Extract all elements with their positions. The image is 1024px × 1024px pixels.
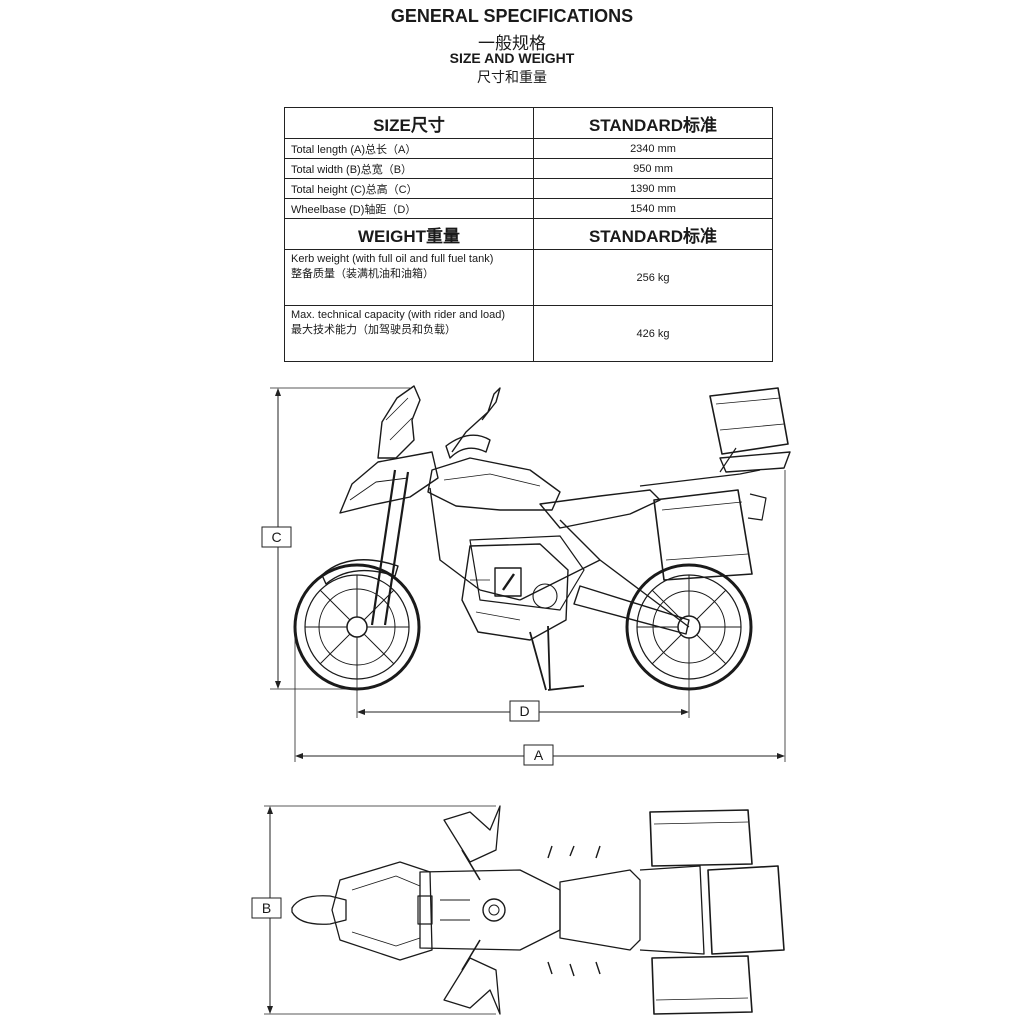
top-dashboard bbox=[417, 895, 433, 925]
side-pannier bbox=[653, 489, 753, 581]
top-rear-seat bbox=[639, 865, 705, 955]
weight-heading: WEIGHT重量 bbox=[284, 218, 534, 250]
dimension-label-c: C bbox=[271, 529, 281, 545]
section-subtitle: SIZE AND WEIGHT bbox=[449, 50, 575, 66]
front-fairing bbox=[339, 451, 439, 514]
top-box-top-view bbox=[649, 809, 753, 867]
max-capacity-value: 426 kg bbox=[533, 305, 773, 362]
dimension-label-a: A bbox=[534, 747, 544, 763]
kerb-weight-label: Kerb weight (with full oil and full fuel… bbox=[291, 253, 494, 265]
size-heading: SIZE尺寸 bbox=[284, 107, 534, 139]
weight-header-row: WEIGHT重量 STANDARD标准 bbox=[284, 218, 773, 250]
motorcycle-side-view bbox=[293, 385, 791, 691]
page-title: GENERAL SPECIFICATIONS bbox=[390, 6, 634, 26]
top-fuel-tank bbox=[419, 869, 561, 951]
dimension-label-a-box: A bbox=[523, 744, 554, 766]
table-row: Max. technical capacity (with rider and … bbox=[284, 305, 773, 362]
kerb-weight-label-cell: Kerb weight (with full oil and full fuel… bbox=[284, 249, 534, 306]
top-front-fairing bbox=[331, 861, 433, 961]
dimension-lines-top bbox=[264, 805, 496, 1015]
top-left-pannier bbox=[651, 955, 753, 1015]
top-right-pannier bbox=[707, 865, 785, 955]
section-subtitle-cn: 尺寸和重量 bbox=[477, 69, 547, 85]
top-left-mirror bbox=[443, 805, 501, 863]
max-capacity-label: Max. technical capacity (with rider and … bbox=[291, 309, 505, 321]
fuel-cap bbox=[482, 898, 506, 922]
dimension-label-d: D bbox=[519, 703, 529, 719]
front-fork bbox=[370, 469, 410, 626]
motorcycle-top-view bbox=[291, 805, 785, 1015]
dimension-label-c-box: C bbox=[261, 526, 292, 548]
top-right-mirror bbox=[443, 957, 501, 1015]
spec-table: SIZE尺寸 STANDARD标准 Total length (A)总长（A） … bbox=[284, 107, 773, 362]
front-fender bbox=[321, 559, 399, 585]
engine bbox=[461, 543, 569, 641]
mirror bbox=[451, 387, 501, 453]
fuel-tank bbox=[427, 457, 561, 511]
top-box bbox=[709, 387, 791, 473]
weight-standard-heading: STANDARD标准 bbox=[533, 218, 773, 250]
windscreen bbox=[377, 385, 421, 459]
kerb-weight-label-cn: 整备质量（装满机油和油箱） bbox=[291, 268, 434, 280]
dimension-label-d-box: D bbox=[509, 700, 540, 722]
table-row: Total length (A)总长（A） 2340 mm bbox=[284, 138, 773, 159]
dimension-label-b-box: B bbox=[251, 897, 282, 919]
handlebar bbox=[445, 434, 491, 459]
kerb-weight-value: 256 kg bbox=[533, 249, 773, 306]
max-capacity-label-cn: 最大技术能力（加驾驶员和负载） bbox=[291, 324, 456, 336]
top-front-wheel bbox=[291, 895, 347, 925]
total-length-label: Total length (A)总长（A） bbox=[284, 138, 534, 159]
page-title-cn: 一般规格 bbox=[478, 34, 546, 53]
dimension-label-b: B bbox=[262, 900, 271, 916]
top-seat bbox=[559, 869, 641, 951]
max-capacity-label-cell: Max. technical capacity (with rider and … bbox=[284, 305, 534, 362]
center-stand bbox=[529, 625, 585, 691]
table-row: Total height (C)总高（C） 1390 mm bbox=[284, 178, 773, 199]
table-row: Kerb weight (with full oil and full fuel… bbox=[284, 249, 773, 306]
swingarm bbox=[573, 585, 690, 635]
